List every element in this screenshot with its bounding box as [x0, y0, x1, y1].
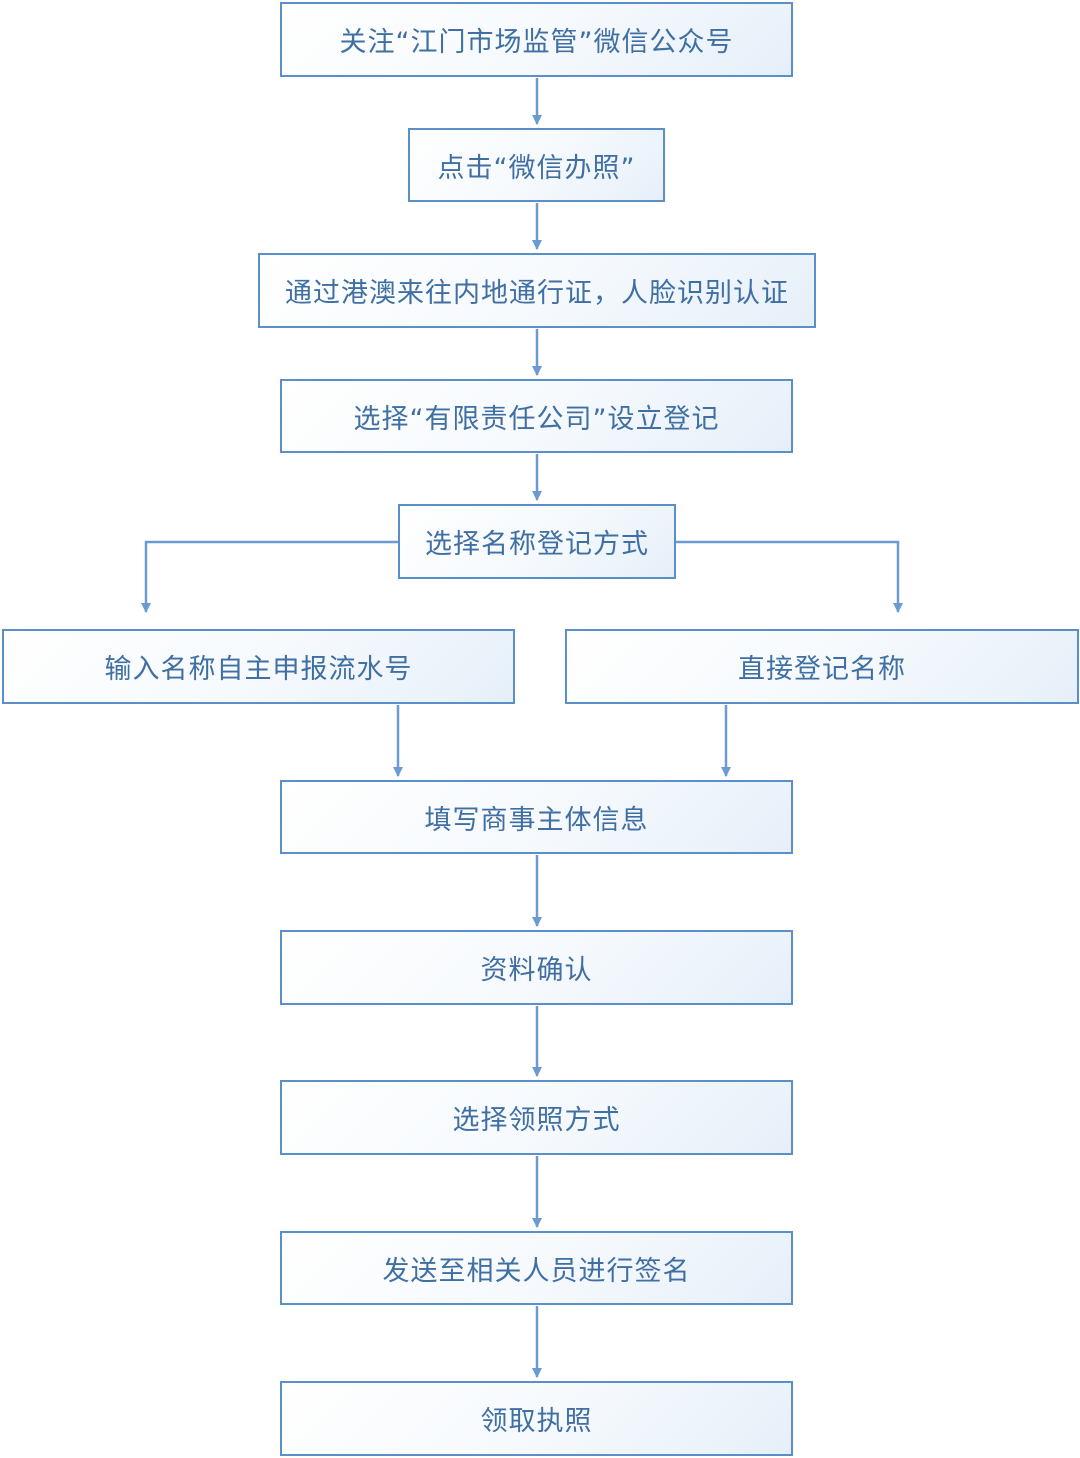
step-label: 直接登记名称 [738, 654, 906, 685]
step-face-verification: 通过港澳来往内地通行证，人脸识别认证 [258, 253, 816, 328]
step-select-name-method: 选择名称登记方式 [398, 504, 676, 579]
step-label: 资料确认 [480, 955, 593, 986]
step-label: 输入名称自主申报流水号 [104, 654, 413, 685]
step-confirm-materials: 资料确认 [280, 930, 793, 1005]
step-collect-license: 领取执照 [280, 1381, 793, 1456]
step-direct-name-registration: 直接登记名称 [565, 629, 1079, 704]
step-label: 选择领照方式 [452, 1105, 621, 1136]
arrow-5-to-right-branch [676, 540, 903, 613]
step-label: 选择名称登记方式 [425, 529, 649, 560]
step-label: 通过港澳来往内地通行证，人脸识别认证 [285, 278, 789, 309]
step-label: 选择“有限责任公司”设立登记 [353, 403, 720, 435]
step-select-llc-registration: 选择“有限责任公司”设立登记 [280, 379, 793, 453]
step-label: 发送至相关人员进行签名 [382, 1255, 691, 1287]
arrow-5-to-left-branch [141, 540, 398, 613]
step-label: 领取执照 [480, 1406, 593, 1437]
step-send-for-signature: 发送至相关人员进行签名 [280, 1231, 793, 1305]
step-label: 关注“江门市场监管”微信公众号 [339, 27, 734, 58]
step-follow-wechat-account: 关注“江门市场监管”微信公众号 [280, 2, 793, 77]
step-label: 点击“微信办照” [437, 152, 636, 184]
step-fill-entity-info: 填写商事主体信息 [280, 780, 793, 854]
step-enter-serial-number: 输入名称自主申报流水号 [2, 629, 515, 704]
step-click-wechat-license: 点击“微信办照” [408, 128, 665, 202]
step-select-pickup-method: 选择领照方式 [280, 1080, 793, 1155]
step-label: 填写商事主体信息 [424, 804, 649, 836]
